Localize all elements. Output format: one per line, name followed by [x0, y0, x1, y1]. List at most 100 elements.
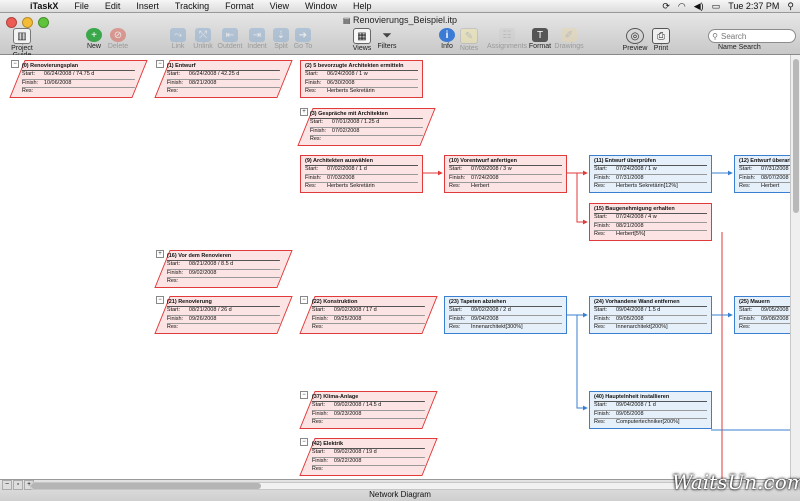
task-box[interactable]: (1) Entwurf Start:06/24/2008 / 42.25 d F…	[154, 60, 293, 98]
search-field[interactable]: ⚲ Search	[708, 29, 796, 43]
task-start: 09/05/2008	[761, 307, 789, 313]
print-button[interactable]: ⎙ Print	[641, 28, 681, 52]
finish-label: Finish:	[594, 222, 611, 229]
filters-label: Filters	[377, 43, 397, 50]
task-box[interactable]: (15) Baugenehmigung erhalten Start:07/24…	[589, 203, 712, 241]
views-icon: ▦	[353, 28, 371, 44]
window-title-text: Renovierungs_Beispiel.itp	[353, 15, 458, 25]
res-label: Res:	[449, 324, 461, 330]
task-box[interactable]: (25) Mauern Start:09/05/2008 Finish:09/0…	[734, 296, 790, 334]
new-button[interactable]: + New	[74, 28, 114, 50]
task-box[interactable]: (10) Vorentwurf anfertigen Start:07/03/2…	[444, 155, 567, 193]
collapse-toggle-37[interactable]: −	[300, 391, 308, 399]
menu-view[interactable]: View	[269, 1, 289, 11]
minimize-window-button[interactable]	[22, 17, 33, 28]
finish-label: Finish:	[311, 315, 329, 322]
vertical-scrollbar[interactable]	[790, 55, 800, 479]
outdent-button[interactable]: ⇤ Outdent	[210, 28, 250, 50]
task-box[interactable]: (24) Vorhandene Wand entfernen Start:09/…	[589, 296, 712, 334]
clock[interactable]: Tue 2:37 PM	[728, 1, 780, 11]
task-box[interactable]: (40) Hauptelnheit installieren Start:09/…	[589, 391, 712, 429]
volume-icon[interactable]: ◀)	[693, 0, 704, 11]
task-box[interactable]: (9) Architekten auswählen Start:07/02/20…	[300, 155, 423, 193]
task-title: (3) Gespräche mit Architekten	[309, 111, 423, 119]
sync-icon[interactable]: ⟳	[662, 0, 670, 11]
res-label: Res:	[594, 324, 606, 330]
filter-icon: ⏷	[382, 27, 392, 42]
link-button[interactable]: ⤳ Link	[158, 28, 198, 50]
expand-toggle-3[interactable]: +	[300, 108, 308, 116]
task-start: 06/24/2008 / 74.75 d	[43, 71, 95, 77]
battery-icon[interactable]: ▭	[711, 0, 721, 11]
task-box[interactable]: (3) Gespräche mit Architekten Start:07/0…	[297, 108, 436, 146]
menu-tracking[interactable]: Tracking	[174, 1, 210, 11]
task-box[interactable]: (12) Entwurf überarbeiten Start:07/31/20…	[734, 155, 790, 193]
task-box[interactable]: (16) Vor dem Renovieren Start:08/21/2008…	[154, 250, 293, 288]
finish-label: Finish:	[305, 174, 322, 181]
task-title: (11) Entwurf überprüfen	[594, 158, 707, 166]
delete-icon: ⊘	[110, 28, 126, 42]
assignments-button[interactable]: ☷ Assignments	[484, 28, 530, 50]
menu-file[interactable]: File	[74, 1, 89, 11]
task-box[interactable]: (11) Entwurf überprüfen Start:07/24/2008…	[589, 155, 712, 193]
menu-edit[interactable]: Edit	[104, 1, 121, 11]
zoom-window-button[interactable]	[38, 17, 49, 28]
split-icon: ⇣	[273, 28, 289, 42]
task-start: 07/31/2008	[761, 166, 789, 172]
finish-label: Finish:	[739, 315, 756, 322]
drawings-button[interactable]: ✐ Drawings	[549, 28, 589, 50]
task-box[interactable]: (42) Elektrik Start:09/02/2008 / 19 d Fi…	[299, 438, 438, 476]
unlink-button[interactable]: ⤲ Unlink	[183, 28, 223, 50]
zoom-fit-icon[interactable]: ▫	[13, 480, 23, 490]
task-start: 09/02/2008 / 2 d	[471, 307, 511, 313]
task-box[interactable]: (37) Klima-Anlage Start:09/02/2008 / 14.…	[299, 391, 438, 429]
notes-button[interactable]: ✎ Notes	[449, 28, 489, 52]
task-box[interactable]: (21) Renovierung Start:08/21/2008 / 26 d…	[154, 296, 293, 334]
network-diagram[interactable]: − − + + − − − − (0) Renovierungsplan Sta…	[0, 55, 790, 479]
task-box[interactable]: (23) Tapeten abziehen Start:09/02/2008 /…	[444, 296, 567, 334]
start-label: Start:	[594, 214, 608, 220]
collapse-toggle-0[interactable]: −	[11, 60, 19, 68]
indent-button[interactable]: ⇥ Indent	[237, 28, 277, 50]
assignments-icon: ☷	[499, 28, 515, 42]
task-title: (23) Tapeten abziehen	[449, 299, 562, 307]
horizontal-scrollbar[interactable]	[30, 482, 772, 490]
preview-button[interactable]: ◎ Preview	[615, 28, 655, 52]
task-box[interactable]: (22) Konstruktion Start:09/02/2008 / 17 …	[299, 296, 438, 334]
menu-format[interactable]: Format	[225, 1, 254, 11]
finish-label: Finish:	[305, 79, 322, 86]
zoom-out-icon[interactable]: −	[2, 480, 12, 490]
goto-button[interactable]: ➜ Go To	[283, 28, 323, 50]
delete-button[interactable]: ⊘ Delete	[98, 28, 138, 50]
collapse-toggle-22[interactable]: −	[300, 296, 308, 304]
expand-toggle-16[interactable]: +	[156, 250, 164, 258]
spotlight-icon[interactable]: ⚲	[787, 0, 794, 11]
info-button[interactable]: i Info	[427, 28, 467, 50]
task-box[interactable]: (2) 5 bevorzugte Architekten ermitteln S…	[300, 60, 423, 98]
task-title: (37) Klima-Anlage	[311, 394, 425, 402]
split-button[interactable]: ⇣ Split	[261, 28, 301, 50]
menu-insert[interactable]: Insert	[136, 1, 159, 11]
collapse-toggle-21[interactable]: −	[156, 296, 164, 304]
task-box[interactable]: (0) Renovierungsplan Start:06/24/2008 / …	[9, 60, 148, 98]
task-res: Herberts Sekretärin	[327, 88, 375, 94]
start-label: Start:	[309, 119, 324, 125]
vertical-scroll-thumb[interactable]	[793, 59, 799, 213]
start-label: Start:	[21, 71, 36, 77]
views-button[interactable]: ▦ Views	[342, 28, 382, 52]
close-window-button[interactable]	[6, 17, 17, 28]
task-finish: 09/02/2008	[188, 269, 217, 276]
filters-button[interactable]: ⏷ Filters	[367, 27, 407, 51]
format-button[interactable]: T Format	[520, 28, 560, 50]
link-10-15	[576, 173, 588, 225]
menu-app[interactable]: iTaskX	[30, 1, 59, 11]
wifi-icon[interactable]: ◠	[677, 0, 686, 11]
collapse-toggle-1[interactable]: −	[156, 60, 164, 68]
task-title: (1) Entwurf	[166, 63, 280, 71]
menu-window[interactable]: Window	[304, 1, 337, 11]
task-start: 07/02/2008 / 1 d	[327, 166, 367, 172]
menu-help[interactable]: Help	[352, 1, 372, 11]
collapse-toggle-42[interactable]: −	[300, 438, 308, 446]
start-label: Start:	[739, 166, 753, 172]
horizontal-scroll-thumb[interactable]	[31, 483, 261, 489]
